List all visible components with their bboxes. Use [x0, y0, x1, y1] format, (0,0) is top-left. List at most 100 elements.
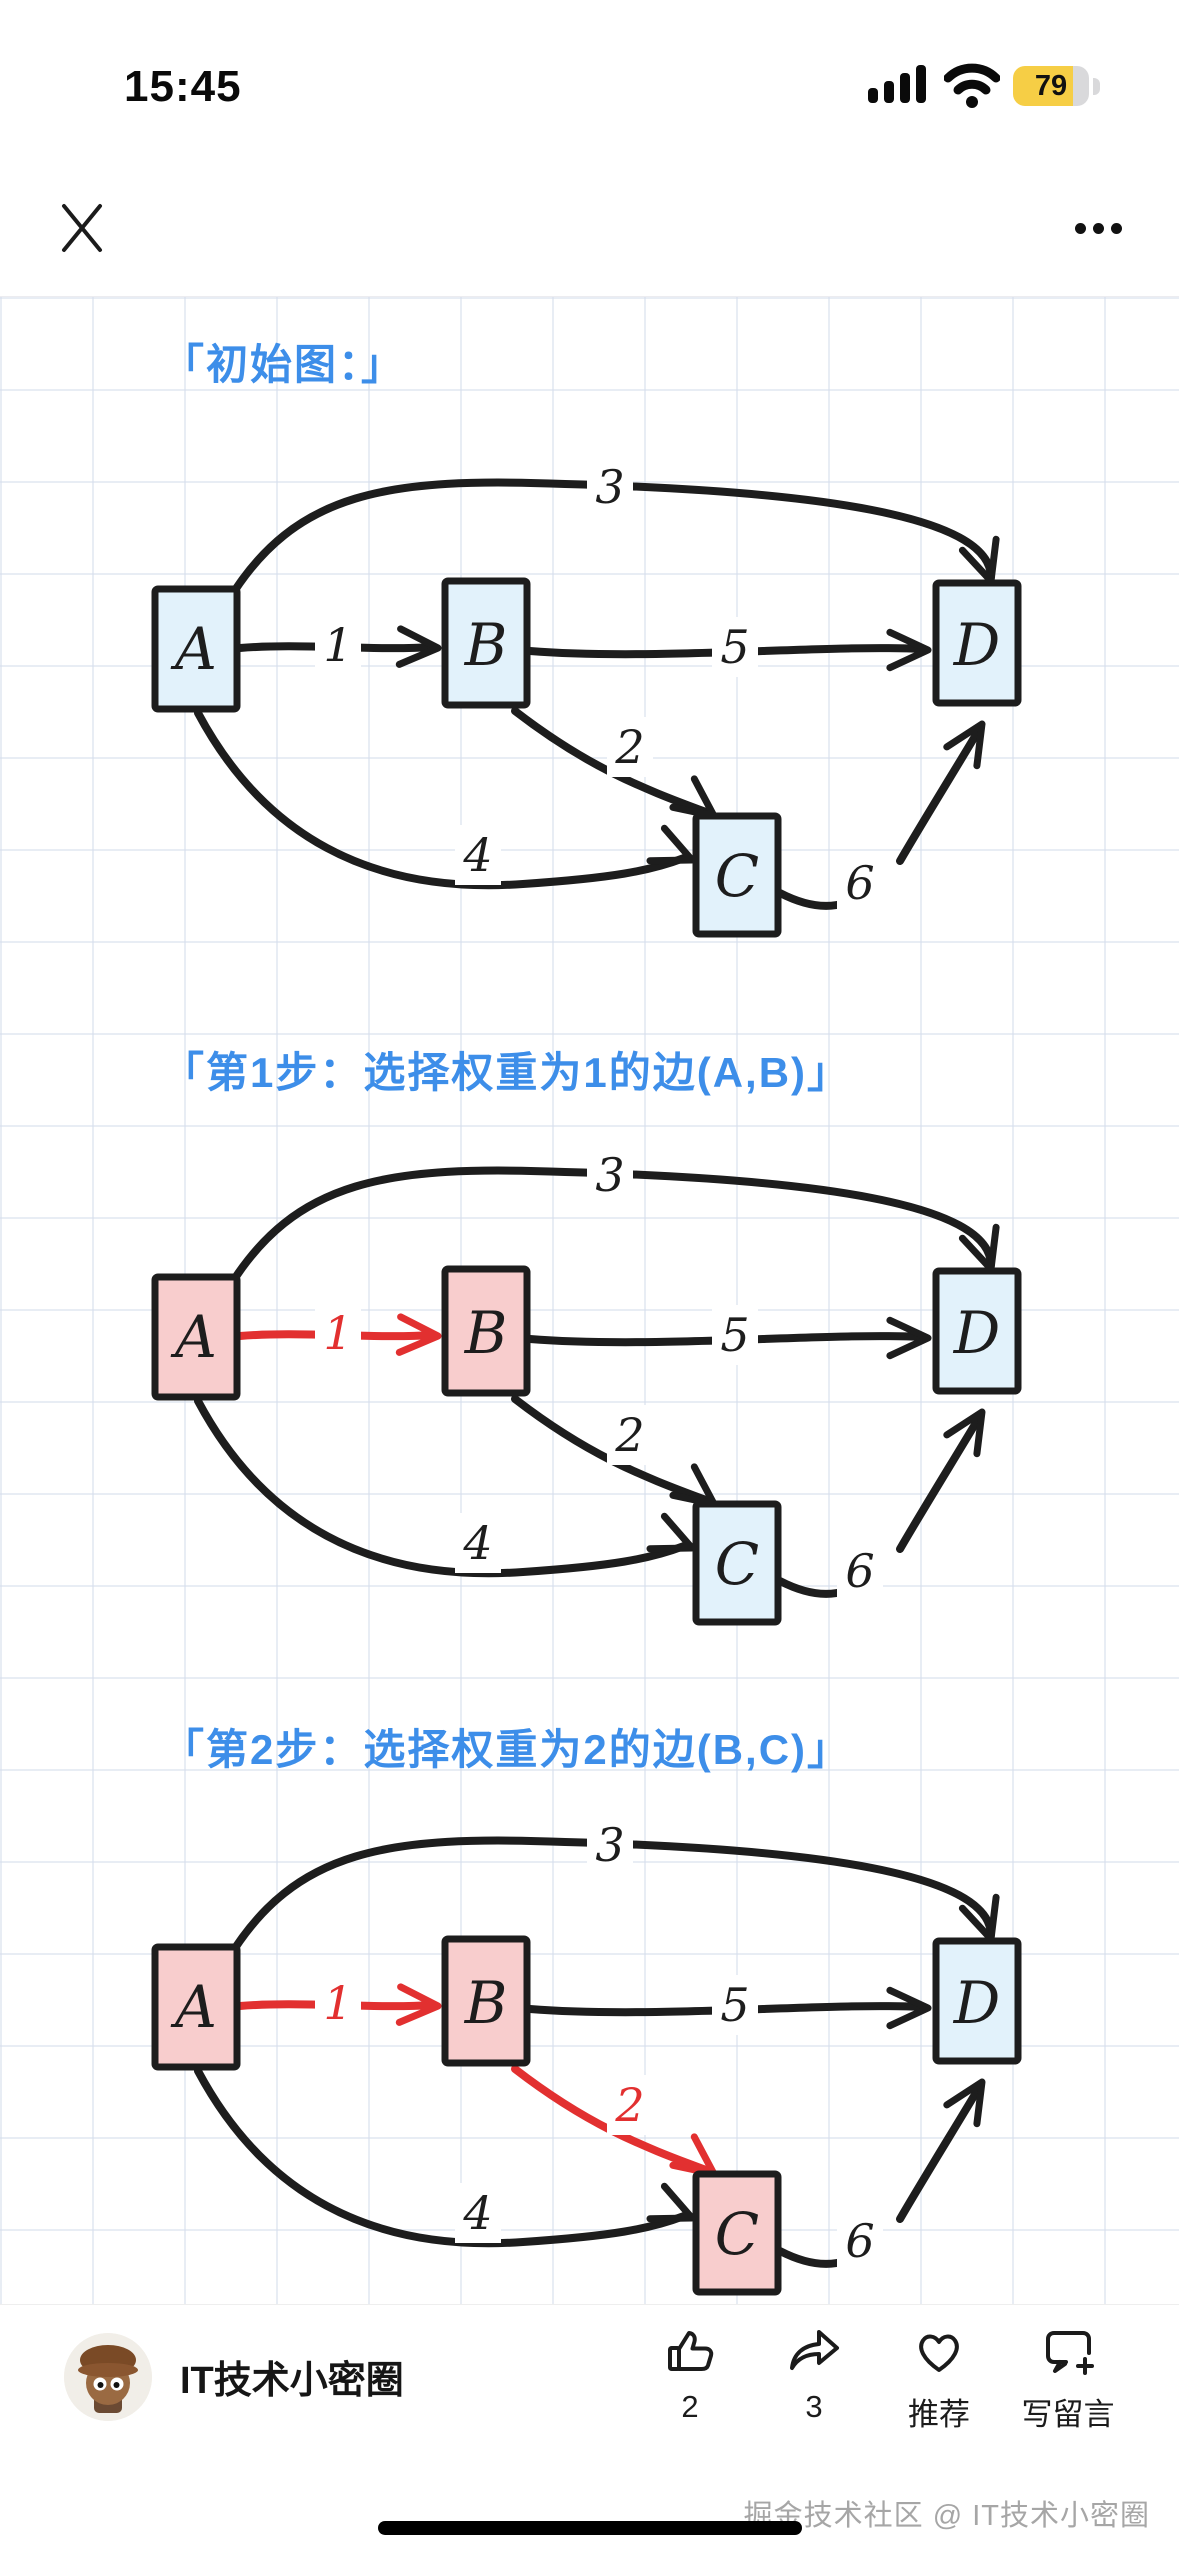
- share-forward-icon: [790, 2330, 839, 2370]
- node-label-C: C: [715, 842, 759, 910]
- edge-label-gap-AC: [455, 1513, 501, 1573]
- edge-label-gap-BD: [712, 617, 758, 677]
- wifi-icon: [944, 63, 1000, 108]
- edge-label-gap-CD: [837, 853, 883, 913]
- edge-arrowhead-AB: [395, 1313, 442, 1356]
- edge-weight-BD: 5: [720, 1978, 749, 2032]
- node-label-D: D: [953, 1969, 1001, 2037]
- edge-arrowhead-AB: [395, 625, 442, 668]
- close-icon[interactable]: [52, 198, 112, 258]
- node-C: [692, 812, 782, 938]
- diagram-title-initial: 「初始图：」: [162, 341, 406, 388]
- node-D: [932, 1937, 1022, 2065]
- node-label-A: A: [170, 1973, 217, 2041]
- node-label-D: D: [953, 1299, 1001, 1367]
- more-options-button[interactable]: [1062, 210, 1134, 246]
- avatar-mascot: [64, 2333, 152, 2421]
- dot: [1074, 222, 1086, 234]
- bottom-bar: IT技术小密圈 2 3 推荐 写留言: [0, 2304, 1179, 2564]
- edge-label-gap-AC: [455, 825, 501, 885]
- edge-weight-BC: 2: [614, 1408, 644, 1462]
- node-A: [151, 1273, 241, 1401]
- node-D: [932, 1267, 1022, 1395]
- edge-weight-AB: 1: [323, 1976, 352, 2030]
- battery-percent: 79: [1034, 69, 1068, 102]
- edge-arrowhead-CD: [943, 720, 986, 770]
- edge-label-gap-AB: [315, 1303, 361, 1363]
- edge-CD: [896, 724, 984, 865]
- edge-weight-AD: 3: [595, 460, 624, 514]
- edge-weight-AB: 1: [323, 1306, 352, 1360]
- edge-arrowhead-BC: [669, 1463, 718, 1508]
- edge-label-gap-AD: [587, 1145, 633, 1205]
- edge-CD: [896, 1412, 984, 1553]
- edge-weight-AC: 4: [462, 2186, 492, 2240]
- author-name[interactable]: IT技术小密圈: [180, 2360, 404, 2402]
- edge-label-gap-BC: [607, 2075, 653, 2135]
- comment-label: 写留言: [1021, 2397, 1115, 2432]
- edge-arrowhead-BD: [886, 1316, 932, 1360]
- edge-weight-AC: 4: [462, 828, 492, 882]
- recommend-button[interactable]: 推荐: [879, 2323, 999, 2434]
- diagram-title-step-2: 「第2步：选择权重为2的边(B,C)」: [162, 1726, 852, 1773]
- battery-tip: [1093, 78, 1100, 95]
- edge-weight-AB: 1: [323, 618, 352, 672]
- share-count: 3: [805, 2389, 823, 2424]
- dot: [1110, 222, 1122, 234]
- node-label-B: B: [464, 1299, 508, 1367]
- watermark: 掘金技术社区 @ IT技术小密圈: [743, 2500, 1150, 2532]
- edge-weight-AD: 3: [595, 1148, 624, 1202]
- edge-label-gap-BC: [607, 1405, 653, 1465]
- edge-arrowhead-AC: [646, 2182, 696, 2223]
- dot: [1092, 222, 1104, 234]
- status-time: 15:45: [124, 62, 242, 111]
- edge-arrowhead-BC: [669, 775, 718, 820]
- edge-label-gap-CD: [837, 1541, 883, 1601]
- diagram-title-step-1: 「第1步：选择权重为1的边(A,B)」: [162, 1049, 852, 1096]
- node-A: [151, 1943, 241, 2071]
- edge-label-gap-AD: [587, 1815, 633, 1875]
- edge-arrowhead-BD: [886, 1986, 932, 2030]
- heart-icon: [919, 2334, 959, 2372]
- edge-label-gap-AD: [587, 457, 633, 517]
- comment-button[interactable]: 写留言: [1008, 2323, 1128, 2434]
- node-label-C: C: [715, 1530, 759, 1598]
- edge-weight-AC: 4: [462, 1516, 492, 1570]
- comment-plus-icon: [1046, 2331, 1094, 2375]
- edge-weight-CD: 6: [845, 856, 874, 910]
- home-indicator[interactable]: [378, 2521, 802, 2535]
- node-B: [441, 577, 531, 709]
- edge-AD: [224, 1836, 995, 1963]
- edge-arrowhead-CD: [943, 2078, 986, 2128]
- edge-arrowhead-AC: [646, 824, 696, 865]
- edge-label-gap-AC: [455, 2183, 501, 2243]
- edge-label-gap-AB: [315, 1973, 361, 2033]
- battery-indicator: 79: [1013, 66, 1089, 106]
- share-button[interactable]: 3: [754, 2323, 874, 2425]
- node-label-C: C: [715, 2200, 759, 2268]
- edge-arrowhead-AC: [646, 1512, 696, 1553]
- node-A: [151, 585, 241, 713]
- edge-weight-BC: 2: [614, 720, 644, 774]
- edge-arrowhead-CD: [943, 1408, 986, 1458]
- node-label-A: A: [170, 1303, 217, 1371]
- edge-AD: [224, 1166, 995, 1293]
- node-label-D: D: [953, 611, 1001, 679]
- edge-weight-BC: 2: [614, 2078, 644, 2132]
- node-B: [441, 1935, 531, 2067]
- edge-label-gap-CD: [837, 2211, 883, 2271]
- node-B: [441, 1265, 531, 1397]
- like-button[interactable]: 2: [630, 2323, 750, 2425]
- edge-weight-BD: 5: [720, 620, 749, 674]
- avatar[interactable]: [64, 2333, 152, 2421]
- edge-weight-AD: 3: [595, 1818, 624, 1872]
- edge-arrowhead-BD: [886, 628, 932, 672]
